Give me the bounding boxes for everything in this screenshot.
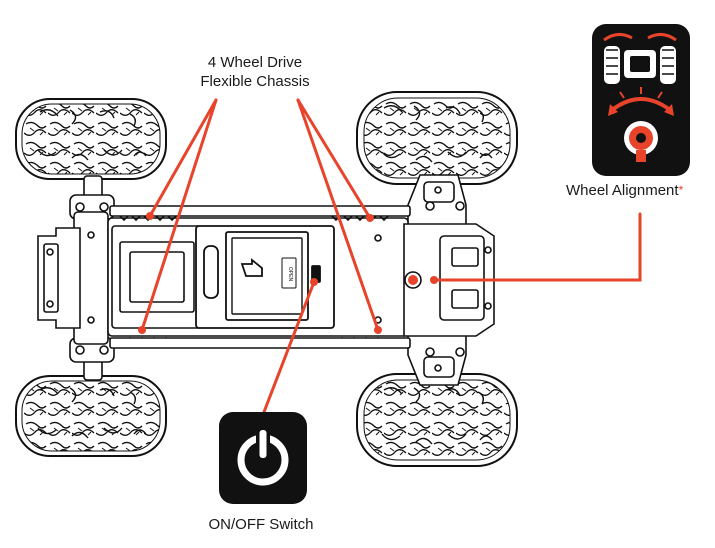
wheel-rear-right (356, 373, 518, 467)
wheel-alignment-text: Wheel Alignment (566, 182, 679, 199)
battery-door-label: OPEN (287, 267, 293, 282)
four-wheel-drive-line2: Flexible Chassis (200, 73, 310, 90)
wheel-front-left (15, 98, 167, 180)
battery-compartment: OPEN (195, 225, 335, 329)
wheel-alignment-asterisk: * (678, 183, 684, 197)
wheel-alignment-dial-icon (592, 24, 690, 176)
wheel-front-right (356, 91, 518, 185)
callout-dots (138, 212, 438, 334)
callout-lines (140, 98, 642, 414)
four-wheel-drive-line1: 4 Wheel Drive (207, 54, 303, 71)
left-axle-assembly (69, 175, 115, 381)
alignment-dial-on-chassis[interactable] (404, 271, 422, 289)
four-wheel-drive-label: 4 Wheel Drive Flexible Chassis (180, 53, 330, 91)
on-off-switch-label: ON/OFF Switch (208, 516, 314, 533)
wheel-rear-left (15, 375, 167, 457)
wheel-alignment-label: Wheel Alignment* (566, 181, 683, 200)
power-icon (219, 412, 307, 504)
